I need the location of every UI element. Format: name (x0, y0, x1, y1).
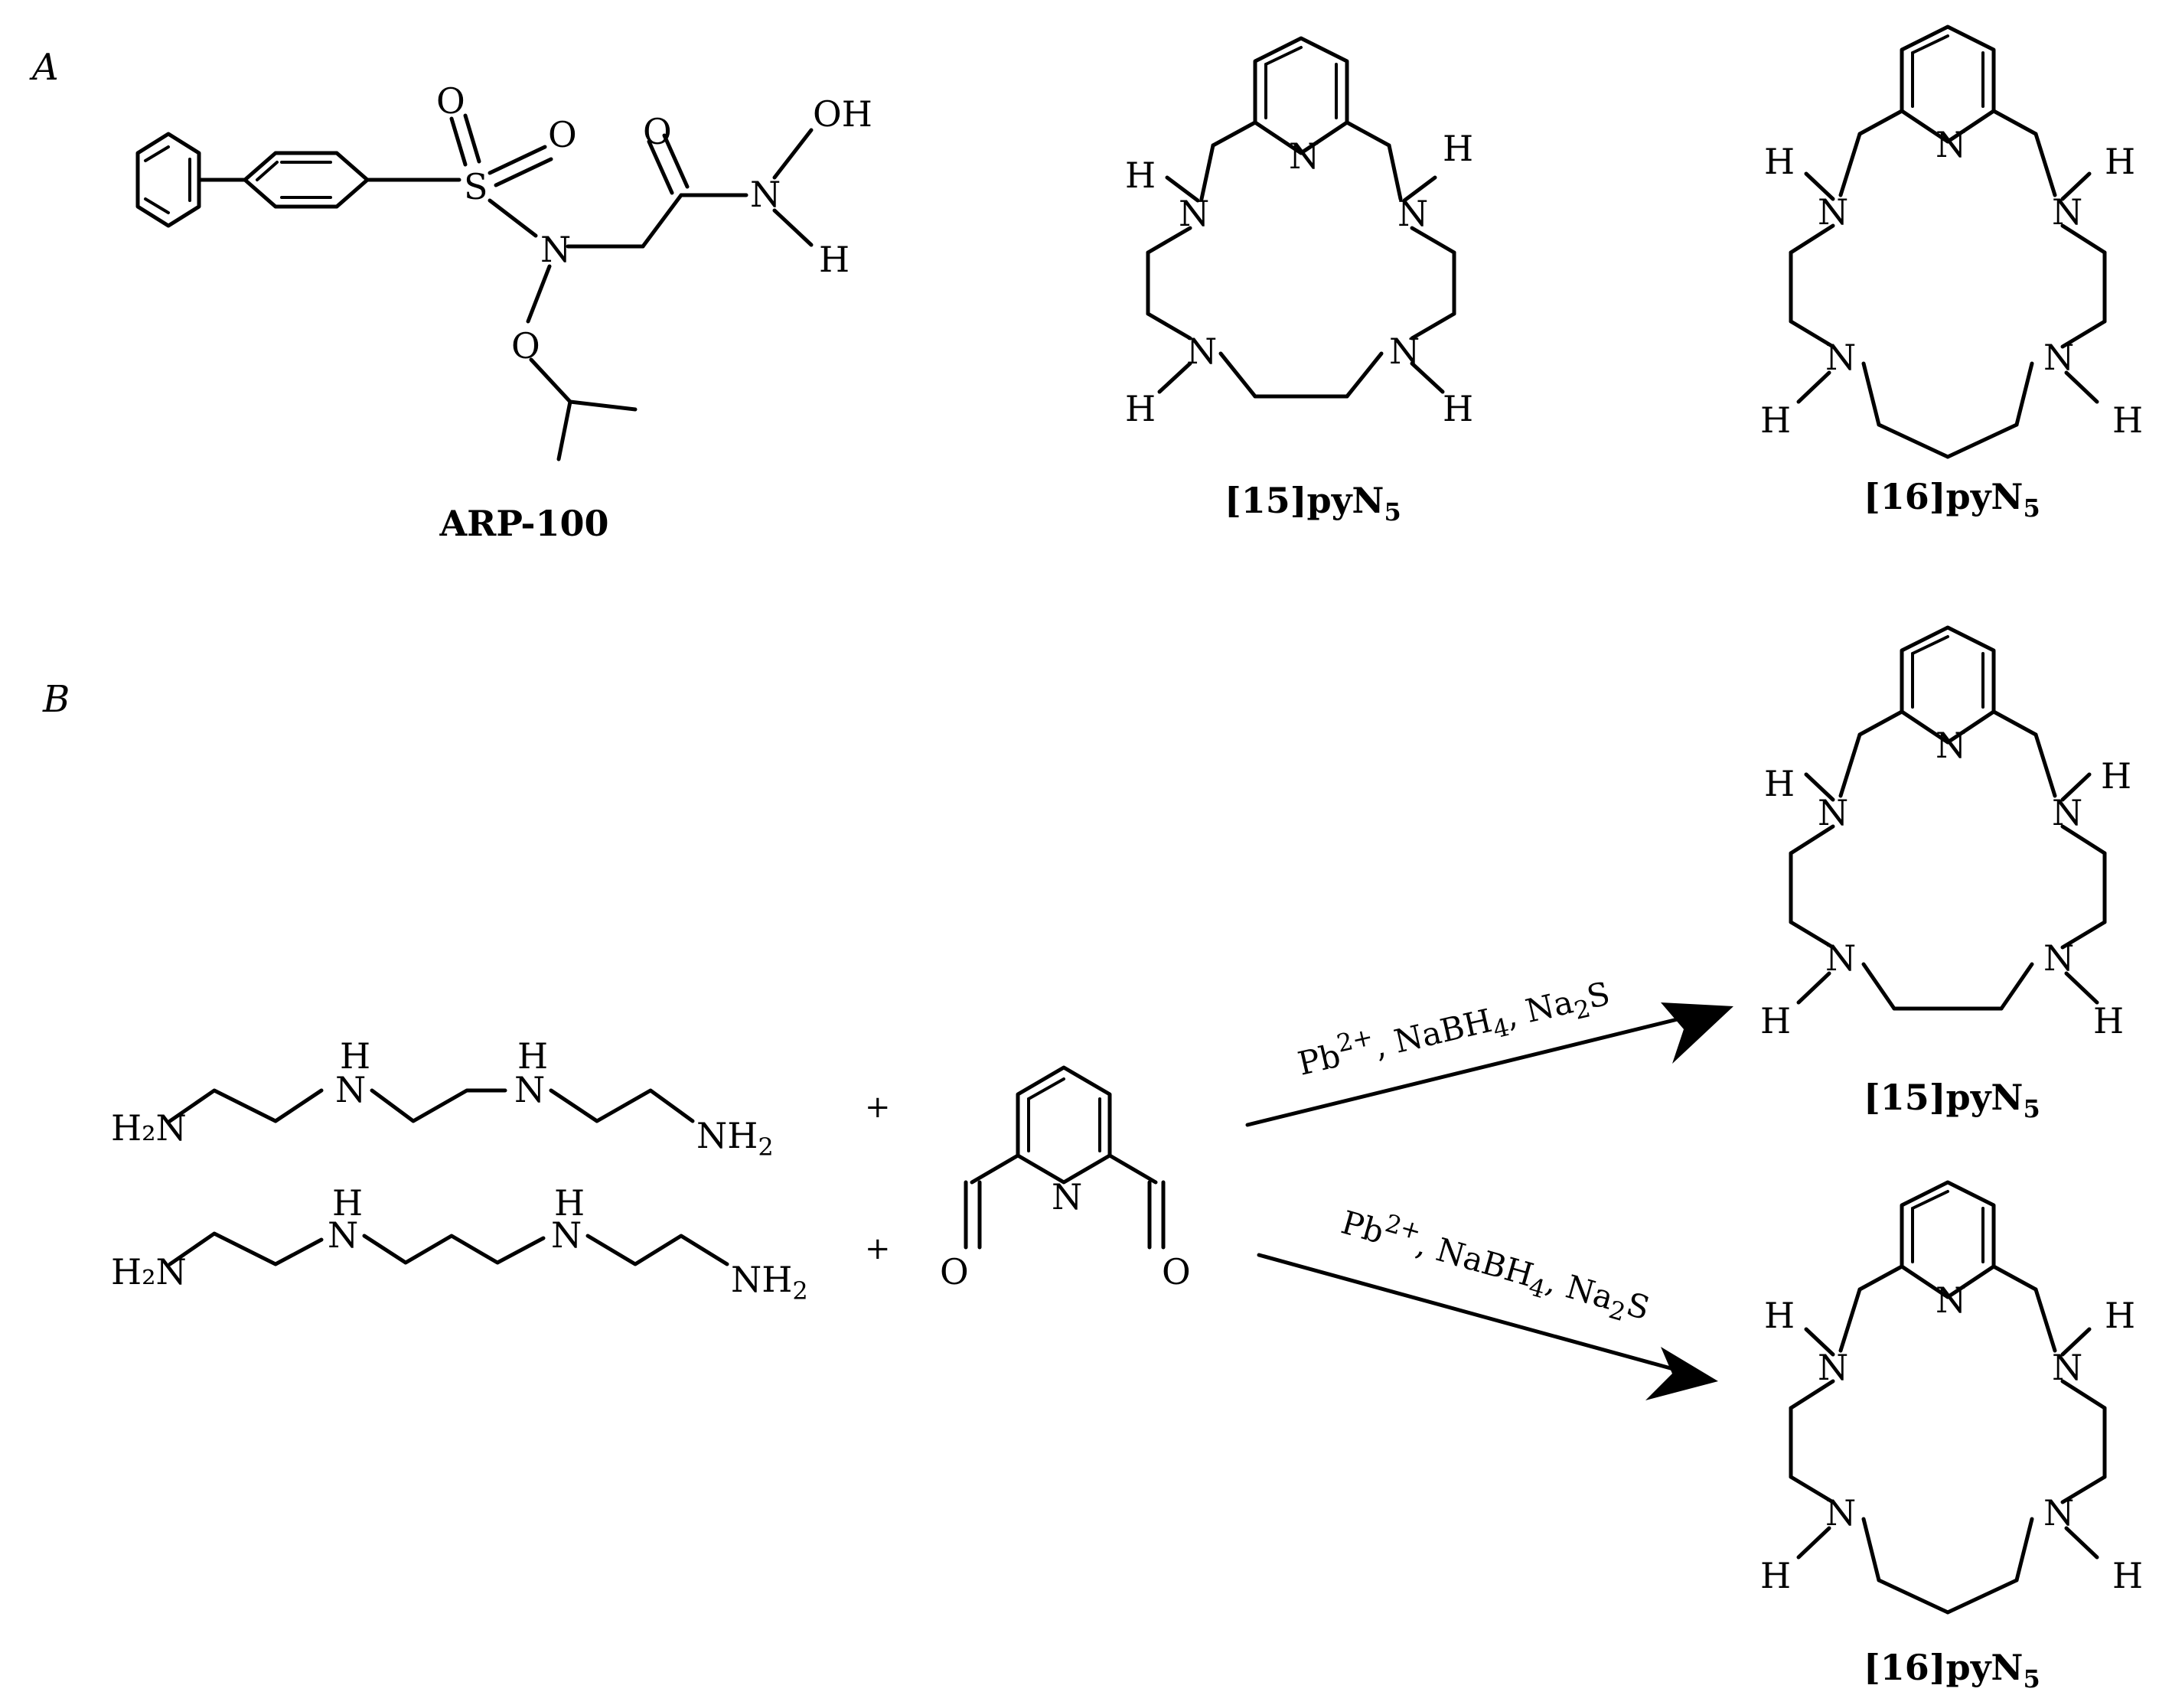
amine-hydrogen-3: H (1760, 1555, 1791, 1596)
secondary-amine-2-hydrogen: H (517, 1035, 548, 1077)
pyridine-nitrogen: N (1052, 1176, 1082, 1217)
amine-hydrogen-3: H (1125, 388, 1156, 429)
amine-hydrogen-3: H (1760, 1000, 1791, 1041)
amine-hydrogen-1: H (1764, 1295, 1795, 1336)
arp-100-structure: O O S N O O N OH H ARP-100 (135, 80, 872, 544)
terminal-amine-left: H₂N (111, 1107, 187, 1149)
plus-sign-2: + (865, 1231, 891, 1266)
reagents-label-2: Pb2+, NaBH4, Na2S (1335, 1197, 1655, 1333)
secondary-amine-2: N (514, 1069, 545, 1110)
amine-nitrogen-3: N (1825, 1492, 1856, 1534)
terminal-amine-right: NH2 (696, 1115, 774, 1162)
amine-hydrogen-4: H (2112, 1555, 2143, 1596)
plus-sign-1: + (865, 1090, 891, 1125)
amine-nitrogen-3: N (1186, 331, 1217, 372)
amine-nitrogen-4: N (2043, 937, 2074, 979)
pyridine-nitrogen: N (1936, 1279, 1966, 1321)
panel-label-b: B (42, 678, 70, 721)
hydroxamate-hydrogen: H (819, 239, 850, 280)
secondary-amine-1: N (328, 1214, 358, 1256)
secondary-amine-1-hydrogen: H (332, 1182, 363, 1224)
hydroxyl-group: OH (813, 93, 872, 135)
macrocycle-16-caption: [16]pyN5 (1864, 476, 2040, 523)
amine-nitrogen-2: N (2052, 191, 2082, 233)
macrocycle-15-product: N N N N N H H H H [15]pyN5 (1760, 625, 2131, 1123)
secondary-amine-2-hydrogen: H (554, 1182, 585, 1224)
hydroxamate-nitrogen: N (750, 174, 781, 215)
carbonyl-oxygen: O (643, 111, 672, 152)
macrocycle-16-product: N N N N N H H H H [16]pyN5 (1760, 1180, 2143, 1693)
amine-nitrogen-1: N (1179, 193, 1209, 234)
amine-nitrogen-4: N (2043, 1492, 2074, 1534)
amine-hydrogen-3: H (1760, 399, 1791, 441)
amine-nitrogen-2: N (1397, 193, 1428, 234)
pyridine-nitrogen: N (1289, 135, 1319, 177)
pyridine-nitrogen: N (1936, 124, 1966, 165)
ether-oxygen: O (511, 325, 540, 367)
secondary-amine-2: N (551, 1214, 582, 1256)
amine-nitrogen-4: N (2043, 337, 2074, 378)
macrocycle-15-caption: [15]pyN5 (1225, 480, 1401, 526)
amine-hydrogen-1: H (1125, 155, 1156, 196)
amine-nitrogen-1: N (1818, 191, 1848, 233)
amine-hydrogen-1: H (1764, 763, 1795, 804)
terminal-amine-left: H₂N (111, 1251, 187, 1292)
polyamine-1: H₂N N H N H NH2 (111, 1035, 774, 1162)
amine-nitrogen-4: N (1389, 331, 1420, 372)
amine-nitrogen-3: N (1825, 937, 1856, 979)
reaction-arrow-1: Pb2+, NaBH4, Na2S (1245, 968, 1733, 1127)
amine-nitrogen-1: N (1818, 792, 1848, 833)
phenyl-ring-1 (135, 132, 201, 228)
sulfur-atom: S (464, 166, 488, 207)
amine-nitrogen-2: N (2052, 792, 2082, 833)
sulfonyl-oxygen-1: O (436, 80, 465, 122)
amine-hydrogen-2: H (2101, 755, 2131, 797)
reagents-label-1: Pb2+, NaBH4, Na2S (1293, 968, 1614, 1089)
amine-hydrogen-4: H (2093, 1000, 2124, 1041)
amine-hydrogen-1: H (1764, 141, 1795, 182)
amine-nitrogen-2: N (2052, 1347, 2082, 1388)
amine-nitrogen-3: N (1825, 337, 1856, 378)
secondary-amine-1-hydrogen: H (340, 1035, 370, 1077)
aldehyde-oxygen-right: O (1162, 1251, 1191, 1292)
pyridine-nitrogen: N (1936, 725, 1966, 766)
pyridine-dicarbaldehyde: N O O (940, 1065, 1191, 1292)
panel-label-a: A (29, 46, 59, 89)
amine-nitrogen-1: N (1818, 1347, 1848, 1388)
sulfonamide-nitrogen: N (540, 229, 571, 270)
pyridine-ring (1016, 1065, 1112, 1185)
macrocycle-16-product-caption: [16]pyN5 (1864, 1647, 2040, 1693)
sulfonyl-oxygen-2: O (548, 114, 577, 155)
macrocycle-15-panel-a: N N N N N H H H H [15]pyN5 (1125, 36, 1473, 526)
amine-hydrogen-4: H (2112, 399, 2143, 441)
terminal-amine-right: NH2 (731, 1259, 808, 1305)
amine-hydrogen-2: H (1443, 128, 1473, 169)
reaction-arrow-2: Pb2+, NaBH4, Na2S (1257, 1197, 1718, 1400)
aldehyde-oxygen-left: O (940, 1251, 969, 1292)
macrocycle-16-panel-a: N N N N N H H H H [16]pyN5 (1760, 24, 2143, 523)
polyamine-2: H₂N N H N H NH2 (111, 1182, 808, 1305)
amine-hydrogen-2: H (2105, 1295, 2135, 1336)
secondary-amine-1: N (335, 1069, 366, 1110)
amine-hydrogen-2: H (2105, 141, 2135, 182)
arp-100-caption: ARP-100 (439, 503, 608, 544)
macrocycle-15-product-caption: [15]pyN5 (1864, 1077, 2040, 1123)
amine-hydrogen-4: H (1443, 388, 1473, 429)
